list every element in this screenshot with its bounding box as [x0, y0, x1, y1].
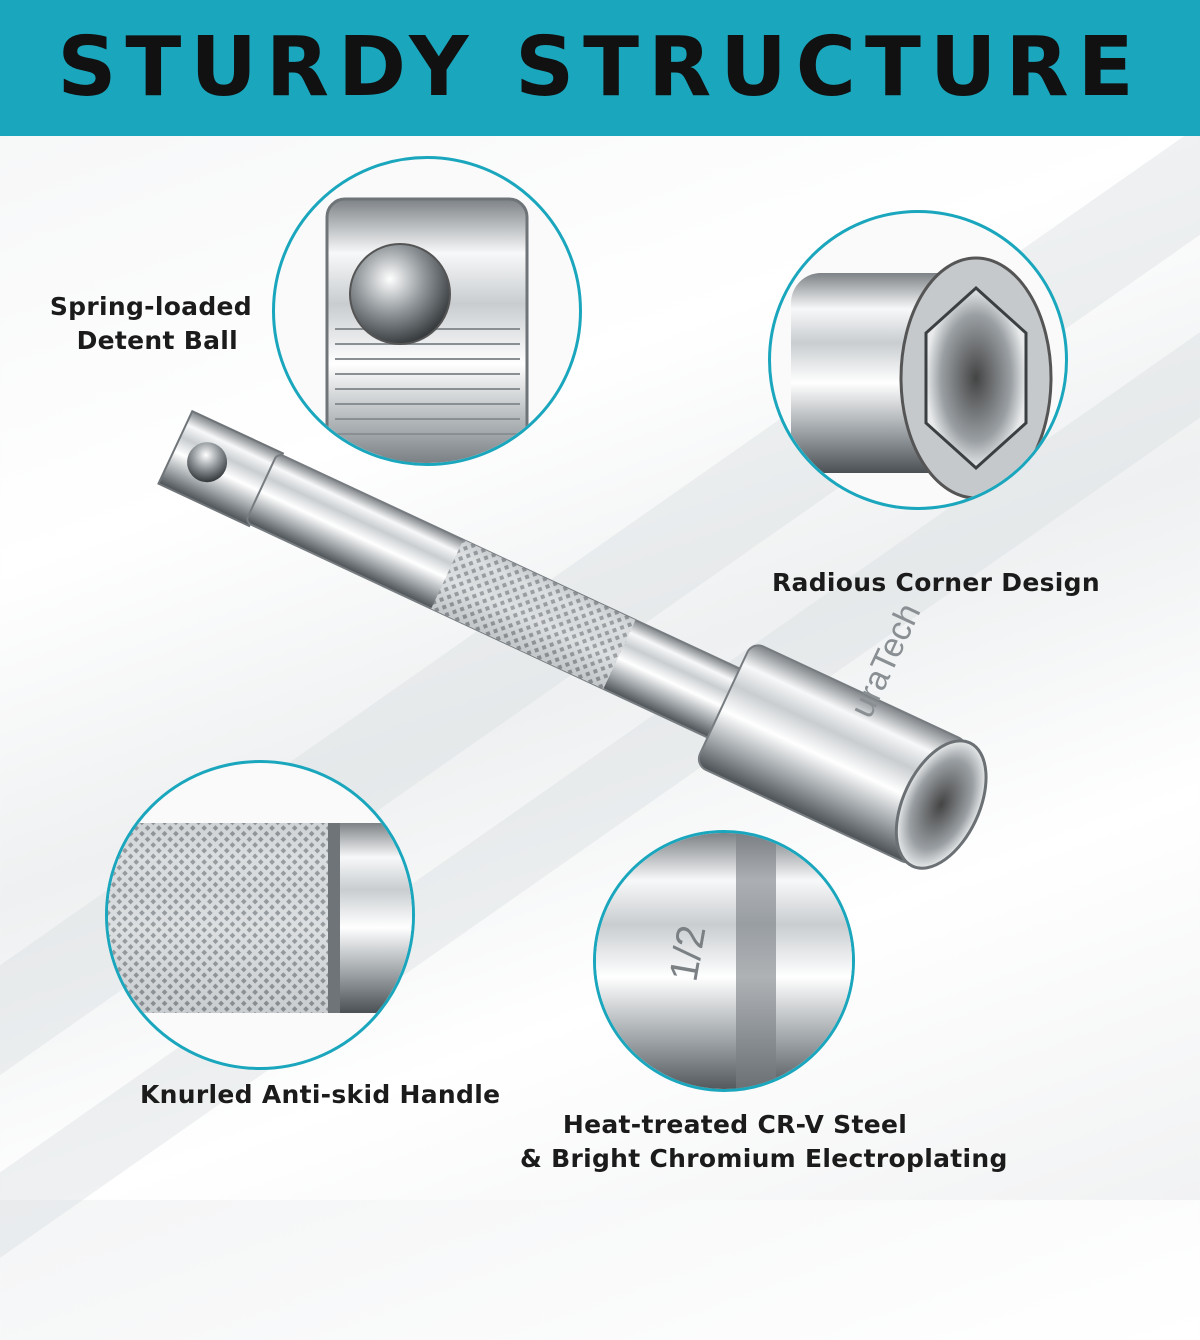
socket-corner-closeup-icon: [791, 256, 1053, 500]
size-marking-closeup-icon: 1/2: [596, 833, 852, 1089]
label-steel-line2: & Bright Chromium Electroplating: [520, 1144, 1008, 1173]
title-banner: STURDY STRUCTURE: [0, 0, 1200, 136]
detent-ball-closeup-icon: [325, 197, 529, 463]
knurled-handle-closeup: [105, 760, 415, 1070]
label-detent-ball: Spring-loaded Detent Ball: [40, 290, 252, 358]
label-detent-ball-line2: Detent Ball: [76, 326, 238, 355]
detent-ball-closeup: [272, 156, 582, 466]
label-handle: Knurled Anti-skid Handle: [140, 1078, 501, 1112]
knurled-handle-closeup-icon: [108, 823, 412, 1013]
label-steel-line1: Heat-treated CR-V Steel: [562, 1110, 908, 1139]
socket-corner-closeup: [768, 210, 1068, 510]
label-handle-line1: Knurled Anti-skid Handle: [140, 1080, 501, 1109]
page-title: STURDY STRUCTURE: [57, 20, 1143, 115]
size-marking-closeup: 1/2: [593, 830, 855, 1092]
label-steel: Heat-treated CR-V Steel & Bright Chromiu…: [520, 1108, 1008, 1176]
brand-mark: uraTech: [843, 598, 929, 724]
size-mark: 1/2: [662, 922, 715, 984]
label-corner-line1: Radious Corner Design: [772, 568, 1100, 597]
label-corner: Radious Corner Design: [772, 566, 1100, 600]
extension-bar-icon: uraTech: [157, 409, 988, 870]
label-detent-ball-line1: Spring-loaded: [49, 292, 252, 321]
